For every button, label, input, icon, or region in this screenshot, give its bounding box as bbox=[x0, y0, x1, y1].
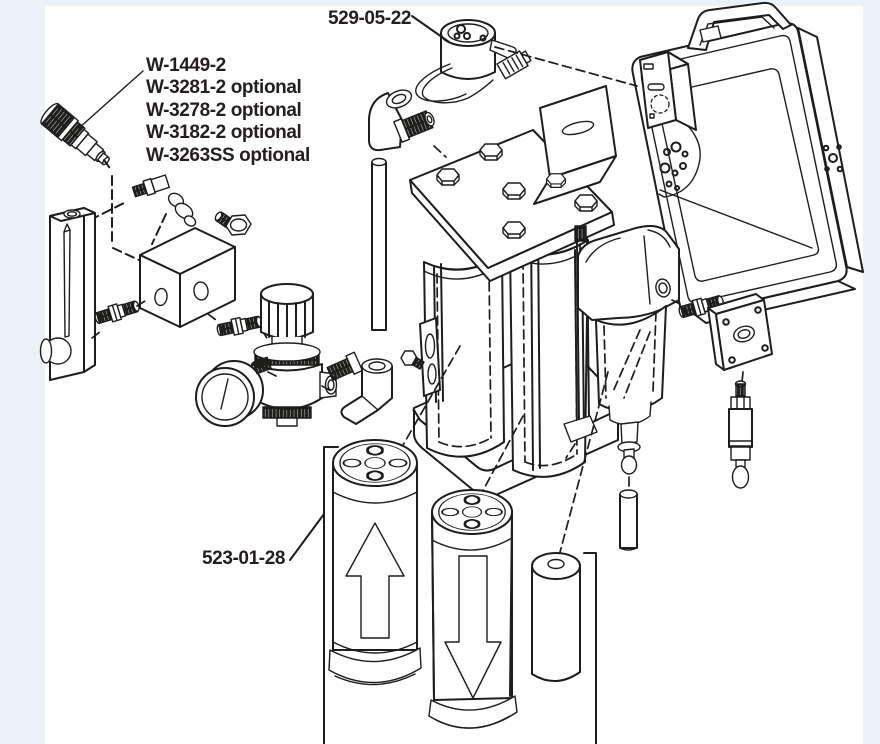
manifold-block bbox=[139, 227, 236, 328]
assembly-line-base-cartridge2 bbox=[478, 415, 524, 499]
bracket-slot bbox=[561, 120, 595, 136]
coalescing-filter bbox=[563, 225, 680, 475]
hex-nipple-mid bbox=[214, 312, 265, 340]
drain-stem bbox=[620, 421, 639, 445]
wire-harness bbox=[415, 63, 467, 102]
cartridge1-flange bbox=[328, 647, 422, 684]
assembly-line-tower-cartridge1 bbox=[398, 345, 461, 453]
leader-line-coupling bbox=[78, 70, 144, 129]
top-accent-band bbox=[0, 0, 880, 6]
coupling-part-label-2: W-3281-2 optional bbox=[146, 77, 302, 99]
carrying-case bbox=[631, 1, 864, 324]
assembly-line-block-valve bbox=[741, 371, 744, 383]
regulator-bottom-ring bbox=[262, 406, 312, 419]
coupling-part-label-3: W-3278-2 optional bbox=[146, 99, 302, 121]
coupling-part-labels: W-1449-2 W-3281-2 optional W-3278-2 opti… bbox=[146, 55, 310, 167]
solenoid-valve bbox=[415, 19, 532, 104]
module-slot bbox=[647, 83, 665, 91]
push-elbow-fitting bbox=[326, 351, 393, 425]
right-accent-band bbox=[863, 0, 880, 744]
flow-meter-window bbox=[63, 229, 71, 338]
top-elbow-fitting bbox=[368, 89, 435, 152]
filter-head bbox=[577, 225, 680, 321]
assembly-line-solenoid-case bbox=[494, 46, 638, 87]
coupling-part-label-1: W-1449-2 bbox=[146, 55, 226, 76]
tab-bolt bbox=[400, 350, 425, 370]
hex-nipple-left bbox=[92, 296, 142, 328]
coupling-part-label-4: W-3182-2 optional bbox=[146, 122, 302, 144]
flow-meter bbox=[39, 207, 96, 381]
callout-bracket-lines bbox=[289, 15, 597, 744]
assembly-line-filter-inner bbox=[558, 371, 609, 557]
riser-tube bbox=[371, 157, 387, 331]
quick-connect-coupling bbox=[40, 102, 110, 166]
cartridge-part-label: 523-01-28 bbox=[202, 548, 286, 569]
drain-valve bbox=[728, 380, 753, 489]
filter-port bbox=[655, 278, 671, 298]
filter-cartridge-up bbox=[328, 439, 422, 686]
mounting-bracket bbox=[533, 85, 617, 205]
module-dot bbox=[649, 113, 655, 119]
case-handle bbox=[687, 1, 792, 51]
side-tab-bracket bbox=[400, 317, 441, 397]
assembly-line-coupling-block bbox=[89, 159, 167, 261]
up-arrow bbox=[345, 522, 405, 639]
case-latch bbox=[699, 25, 722, 43]
case-vent-holes-right bbox=[822, 144, 844, 173]
module-knob bbox=[650, 94, 670, 114]
hex-plug bbox=[214, 211, 252, 236]
pressure-gauge bbox=[195, 356, 272, 427]
barb-elbow-fitting bbox=[131, 174, 197, 227]
wire-connector bbox=[496, 50, 532, 80]
case-vent-holes-left bbox=[659, 141, 689, 191]
filter-bowl bbox=[595, 305, 667, 475]
filter-bracket-arm bbox=[563, 237, 598, 459]
gauge-needle bbox=[220, 378, 229, 410]
solenoid-top-holes bbox=[453, 24, 487, 42]
solenoid-part-label: 529-05-22 bbox=[328, 8, 412, 29]
inner-cartridge bbox=[531, 552, 581, 682]
filter-cartridge-down bbox=[428, 489, 518, 729]
drain-tube bbox=[619, 489, 638, 551]
filter-stud bbox=[574, 225, 587, 242]
module-led-window bbox=[643, 63, 654, 70]
port-block bbox=[707, 293, 773, 371]
coupling-part-label-5: W-3263SS optional bbox=[146, 144, 310, 166]
assembly-line-elbow-plate bbox=[433, 145, 447, 158]
left-accent-band bbox=[0, 0, 45, 744]
control-module bbox=[639, 51, 697, 131]
regulator-body bbox=[251, 363, 323, 410]
down-arrow bbox=[444, 555, 502, 699]
